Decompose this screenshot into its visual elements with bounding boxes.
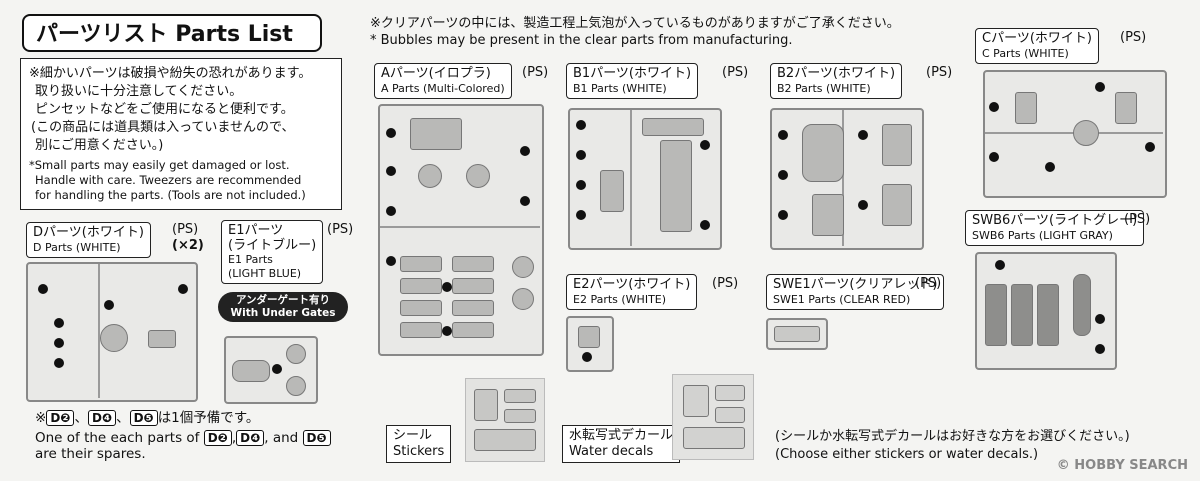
e2-parts-runner (566, 316, 614, 372)
swb6-parts-material: (PS) (1124, 212, 1151, 227)
e1-parts-ja1: E1パーツ (228, 223, 284, 238)
e1-parts-ja2: (ライトブルー) (228, 238, 317, 253)
c-parts-runner (983, 70, 1167, 198)
clear-note-en: * Bubbles may be present in the clear pa… (370, 33, 793, 48)
d-parts-ja: Dパーツ(ホワイト) (33, 225, 144, 240)
d-parts-qty: (×2) (172, 238, 204, 253)
warning-ja-5: 別にご用意ください。) (35, 138, 164, 153)
spare-code-d5-en: D❺ (302, 430, 331, 446)
spares-en-prefix: One of the each parts of (35, 430, 200, 446)
warning-en-3: for handling the parts. (Tools are not i… (35, 188, 306, 202)
choose-ja: (シールか水転写式デカールはお好きな方をお選びください。) (775, 429, 1130, 444)
swe1-parts-label: SWE1パーツ(クリアレッド) SWE1 Parts (CLEAR RED) (766, 274, 945, 310)
d-parts-material-qty: (PS) (×2) (172, 222, 204, 254)
a-parts-ja: Aパーツ(イロプラ) (381, 66, 491, 81)
warning-ja-1: ※細かいパーツは破損や紛失の恐れがあります。 (29, 66, 312, 81)
swb6-parts-runner (975, 252, 1117, 370)
choose-en: (Choose either stickers or water decals.… (775, 447, 1039, 462)
e1-parts-en2: (LIGHT BLUE) (228, 267, 302, 280)
e1-parts-runner (224, 336, 318, 404)
b1-parts-runner (568, 108, 722, 250)
under-gates-badge: アンダーゲート有り With Under Gates (218, 292, 348, 322)
e1-parts-en1: E1 Parts (228, 253, 273, 266)
e1-parts-label: E1パーツ (ライトブルー) E1 Parts (LIGHT BLUE) (221, 220, 324, 284)
spare-code-d2-en: D❷ (203, 430, 232, 446)
watermark: © HOBBY SEARCH (1056, 458, 1188, 473)
b1-parts-en: B1 Parts (WHITE) (573, 82, 667, 95)
b2-parts-en: B2 Parts (WHITE) (777, 82, 871, 95)
b1-parts-material: (PS) (722, 65, 749, 80)
d-parts-material: (PS) (172, 222, 199, 237)
swe1-parts-en: SWE1 Parts (CLEAR RED) (773, 293, 911, 306)
stickers-label: シール Stickers (386, 425, 452, 463)
spares-ja-sep2: 、 (116, 410, 130, 426)
page-title: パーツリスト Parts List (22, 14, 322, 52)
warning-ja-3: ピンセットなどをご使用になると便利です。 (35, 102, 294, 117)
d-parts-en: D Parts (WHITE) (33, 241, 121, 254)
stickers-ja: シール (393, 428, 433, 443)
d-parts-runner (26, 262, 198, 402)
spares-ja-prefix: ※ (35, 410, 47, 426)
spares-en-line: One of the each parts of D❷,D❹, and D❺ (35, 430, 331, 446)
e2-parts-material: (PS) (712, 276, 739, 291)
a-parts-runner (378, 104, 544, 356)
clear-parts-note: ※クリアパーツの中には、製造工程上気泡が入っているものがありますがご了承ください… (370, 15, 900, 49)
swe1-parts-material: (PS) (915, 276, 942, 291)
c-parts-ja: Cパーツ(ホワイト) (982, 31, 1092, 46)
water-decals-en: Water decals (569, 444, 654, 459)
c-parts-material: (PS) (1120, 30, 1147, 45)
choose-note: (シールか水転写式デカールはお好きな方をお選びください。) (Choose ei… (775, 428, 1130, 464)
under-gates-en: With Under Gates (230, 307, 336, 319)
water-decals-ja: 水転写式デカール (569, 428, 674, 443)
spares-en-sep1: , (231, 430, 237, 446)
b1-parts-label: B1パーツ(ホワイト) B1 Parts (WHITE) (566, 63, 699, 99)
a-parts-en: A Parts (Multi-Colored) (381, 82, 505, 95)
b2-parts-ja: B2パーツ(ホワイト) (777, 66, 896, 81)
water-decals-label: 水転写式デカール Water decals (562, 425, 681, 463)
under-gates-ja: アンダーゲート有り (235, 294, 331, 306)
water-decals-sheet-image (672, 374, 754, 460)
spare-code-d5: D❺ (129, 410, 158, 426)
warning-ja-4: (この商品には道具類は入っていませんので、 (31, 120, 295, 135)
warning-ja-2: 取り扱いに十分注意してください。 (35, 84, 243, 99)
spare-code-d4-en: D❹ (236, 430, 265, 446)
a-parts-material: (PS) (522, 65, 549, 80)
spares-ja-sep1: 、 (74, 410, 88, 426)
swb6-parts-en: SWB6 Parts (LIGHT GRAY) (972, 229, 1113, 242)
clear-note-ja: ※クリアパーツの中には、製造工程上気泡が入っているものがありますがご了承ください… (370, 16, 900, 31)
a-parts-label: Aパーツ(イロプラ) A Parts (Multi-Colored) (374, 63, 512, 99)
spares-en-sep2: , and (264, 430, 299, 446)
spares-ja-suffix: は1個予備です。 (157, 410, 260, 426)
b2-parts-label: B2パーツ(ホワイト) B2 Parts (WHITE) (770, 63, 903, 99)
e2-parts-ja: E2パーツ(ホワイト) (573, 277, 691, 292)
c-parts-label: Cパーツ(ホワイト) C Parts (WHITE) (975, 28, 1099, 64)
swb6-parts-ja: SWB6パーツ(ライトグレー) (972, 213, 1138, 228)
swb6-parts-label: SWB6パーツ(ライトグレー) SWB6 Parts (LIGHT GRAY) (965, 210, 1145, 246)
b2-parts-runner (770, 108, 924, 250)
e2-parts-en: E2 Parts (WHITE) (573, 293, 667, 306)
warning-en-2: Handle with care. Tweezers are recommend… (35, 173, 302, 187)
stickers-sheet-image (465, 378, 545, 462)
stickers-en: Stickers (393, 444, 445, 459)
b1-parts-ja: B1パーツ(ホワイト) (573, 66, 692, 81)
spare-code-d4: D❹ (87, 410, 117, 426)
spares-en-suffix: are their spares. (35, 446, 146, 462)
e1-parts-material: (PS) (327, 222, 354, 237)
warning-en-1: *Small parts may easily get damaged or l… (29, 158, 290, 172)
swe1-parts-ja: SWE1パーツ(クリアレッド) (773, 277, 938, 292)
d-parts-label: Dパーツ(ホワイト) D Parts (WHITE) (26, 222, 151, 258)
b2-parts-material: (PS) (926, 65, 953, 80)
small-parts-warning: ※細かいパーツは破損や紛失の恐れがあります。 取り扱いに十分注意してください。 … (20, 58, 342, 210)
c-parts-en: C Parts (WHITE) (982, 47, 1069, 60)
e2-parts-label: E2パーツ(ホワイト) E2 Parts (WHITE) (566, 274, 698, 310)
spare-code-d2: D❷ (46, 410, 75, 426)
swe1-parts-runner (766, 318, 828, 350)
